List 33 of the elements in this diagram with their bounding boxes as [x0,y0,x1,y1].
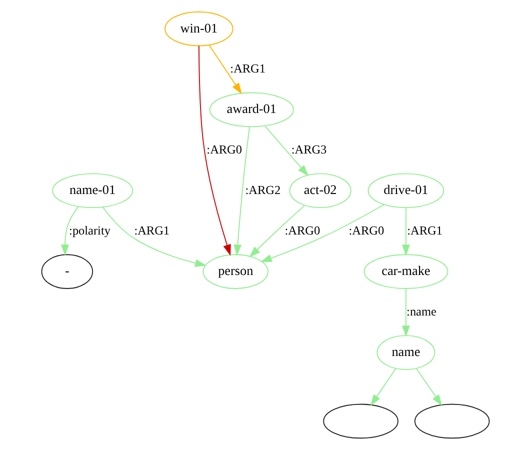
edge-label: :ARG0 [206,142,242,156]
arrow [60,206,78,256]
arrow [260,204,384,262]
edge-label: :name [406,304,436,318]
arrow [233,126,250,256]
node-ellipse: name-01 [52,173,133,208]
edge-label: :ARG1 [134,223,170,238]
node-ellipse: name [376,335,435,370]
edge-label: :ARG0 [348,223,384,238]
arrow [248,205,304,258]
edge-label: :polarity [68,223,110,238]
node-ellipse: award-01 [208,92,294,128]
edge-label: :ARG2 [244,182,280,197]
edge-label: :ARG1 [406,223,442,238]
edge-label: :ARG0 [284,223,320,238]
node-ellipse: car-make [363,254,448,289]
arrow [198,45,230,256]
node-ellipse: act-02 [288,173,351,208]
node-ellipse: person [202,254,268,289]
arrow [102,206,206,267]
node-ellipse [414,404,490,439]
arrow [370,368,396,406]
edge-label: :ARG1 [230,61,266,76]
arrow [402,288,410,337]
node-ellipse: win-01 [164,11,233,46]
arrow [402,208,410,256]
arrow [208,44,242,94]
edge-label: :ARG3 [290,142,326,156]
arrow [415,368,442,406]
arrow [264,125,308,176]
node-ellipse [322,404,398,439]
node-ellipse: - [40,254,93,289]
node-ellipse: drive-01 [367,173,444,208]
